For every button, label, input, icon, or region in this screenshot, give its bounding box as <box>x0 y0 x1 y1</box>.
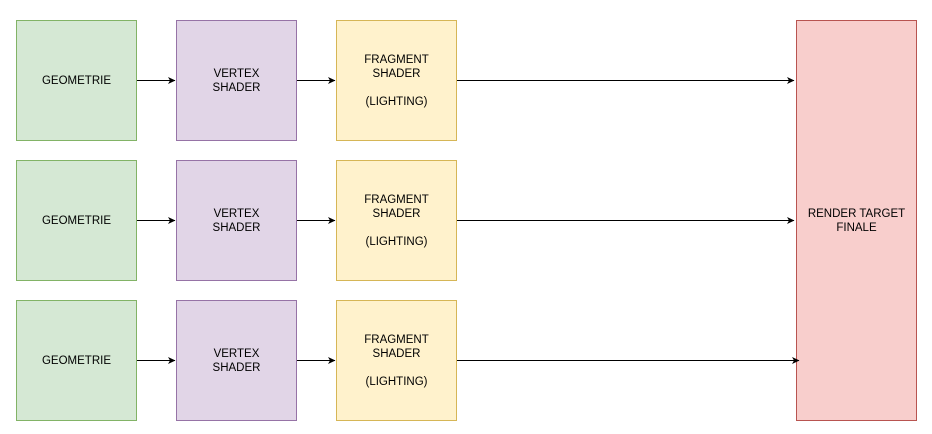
geometry-label-3: GEOMETRIE <box>41 354 111 367</box>
fragment-shader-box-3: FRAGMENT SHADER (LIGHTING) <box>336 300 457 421</box>
geometry-label-1: GEOMETRIE <box>41 74 111 87</box>
fragment-shader-label-1: FRAGMENT SHADER (LIGHTING) <box>364 53 429 108</box>
fragment-shader-label-2: FRAGMENT SHADER (LIGHTING) <box>364 193 429 248</box>
render-target-label: RENDER TARGET FINALE <box>807 207 906 234</box>
fragment-shader-label-3: FRAGMENT SHADER (LIGHTING) <box>364 333 429 388</box>
vertex-shader-box-2: VERTEX SHADER <box>176 160 297 281</box>
geometry-label-2: GEOMETRIE <box>41 214 111 227</box>
vertex-shader-label-3: VERTEX SHADER <box>212 347 261 374</box>
vertex-shader-box-1: VERTEX SHADER <box>176 20 297 141</box>
fragment-shader-box-2: FRAGMENT SHADER (LIGHTING) <box>336 160 457 281</box>
fragment-shader-box-1: FRAGMENT SHADER (LIGHTING) <box>336 20 457 141</box>
geometry-box-2: GEOMETRIE <box>16 160 137 281</box>
vertex-shader-label-1: VERTEX SHADER <box>212 67 261 94</box>
geometry-box-3: GEOMETRIE <box>16 300 137 421</box>
vertex-shader-box-3: VERTEX SHADER <box>176 300 297 421</box>
geometry-box-1: GEOMETRIE <box>16 20 137 141</box>
vertex-shader-label-2: VERTEX SHADER <box>212 207 261 234</box>
render-target-box: RENDER TARGET FINALE <box>796 20 917 421</box>
